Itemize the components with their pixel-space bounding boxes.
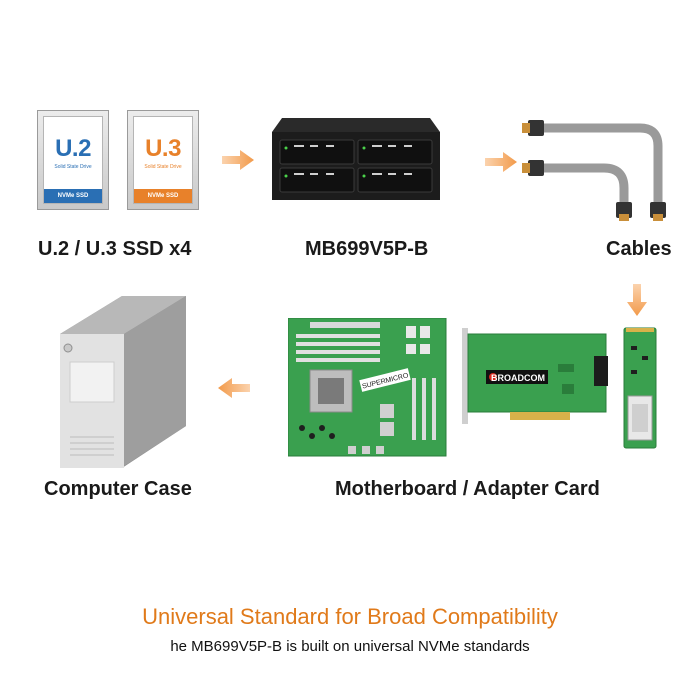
ssd-label: U.2 / U.3 SSD x4 — [38, 238, 192, 260]
left-arrow-icon — [218, 378, 250, 398]
m2-adapter-image — [623, 327, 657, 449]
case-label: Computer Case — [44, 478, 192, 500]
motherboard-label: Motherboard / Adapter Card — [335, 478, 600, 500]
adapter-brand: BROADCOM — [491, 373, 545, 383]
u3-ssd-card: U.3 Solid State Drive NVMe SSD — [127, 110, 199, 210]
enclosure-image — [272, 118, 440, 200]
motherboard-image: SUPERMICRO — [288, 318, 447, 457]
cables-label: Cables — [606, 238, 672, 260]
footer-subtitle: he MB699V5P-B is built on universal NVMe… — [170, 638, 530, 655]
u3-ssd-label-panel: U.3 Solid State Drive NVMe SSD — [133, 116, 193, 204]
right-arrow-icon — [222, 150, 254, 170]
footer-title: Universal Standard for Broad Compatibili… — [142, 604, 558, 629]
u2-ssd-bar: NVMe SSD — [44, 189, 102, 203]
down-arrow-icon — [627, 284, 647, 316]
cables-image — [522, 120, 666, 221]
enclosure-label: MB699V5P-B — [305, 238, 429, 260]
u3-ssd-bar: NVMe SSD — [134, 189, 192, 203]
u2-ssd-title: U.2 — [55, 135, 91, 162]
u3-ssd-title: U.3 — [145, 135, 181, 162]
u2-ssd-subtitle: Solid State Drive — [54, 164, 92, 170]
adapter-card-image: BROADCOM — [462, 328, 608, 424]
u2-ssd-card: U.2 Solid State Drive NVMe SSD — [37, 110, 109, 210]
computer-case-image — [60, 296, 186, 468]
right-arrow-icon — [485, 152, 517, 172]
u2-ssd-label-panel: U.2 Solid State Drive NVMe SSD — [43, 116, 103, 204]
u3-ssd-subtitle: Solid State Drive — [144, 164, 182, 170]
